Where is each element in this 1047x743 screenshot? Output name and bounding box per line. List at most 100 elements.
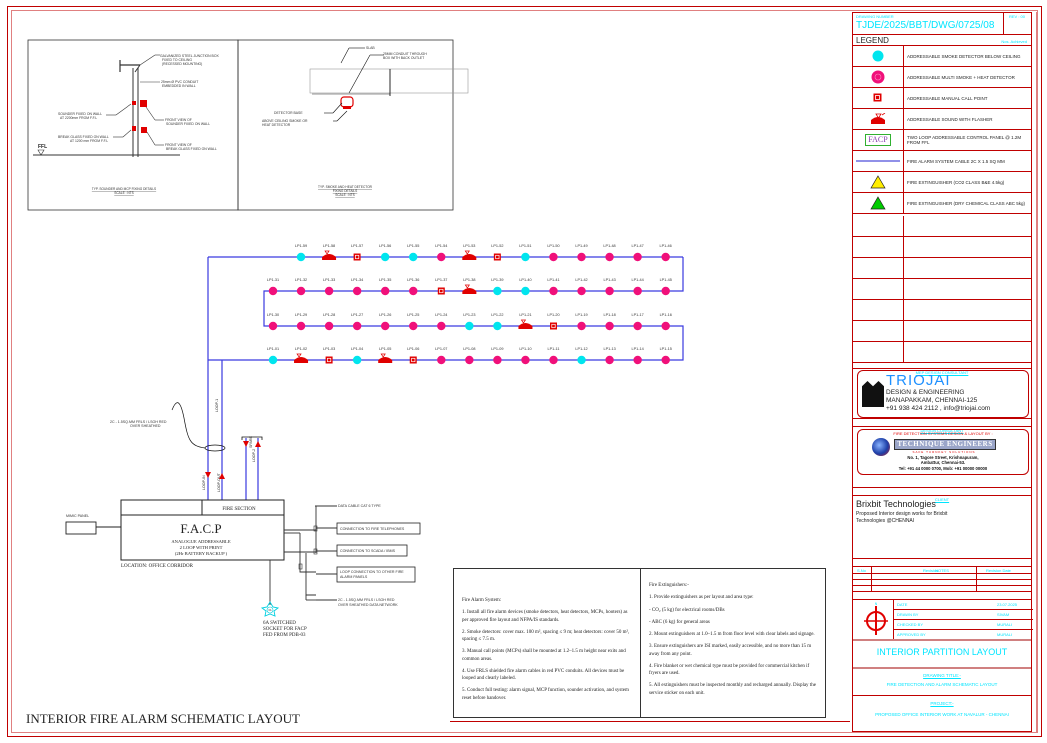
detail-label: HEAT DETECTOR	[262, 123, 291, 127]
divider	[450, 721, 850, 722]
detail-label: EMBEDDED IN WALL	[162, 84, 196, 88]
smoke-detector-icon	[493, 286, 502, 296]
device-multi: LP1-07	[435, 347, 447, 365]
device-multi: LP1-08	[463, 347, 475, 365]
device-multi: LP1-44	[632, 278, 644, 296]
device-label: LP1-37	[435, 278, 447, 282]
sounder-flasher-icon	[462, 250, 477, 260]
note-item: 3. Manual call points (MCPs) shall be mo…	[462, 649, 626, 662]
socket-icon-text: 6A	[269, 609, 272, 612]
divider	[1003, 13, 1004, 35]
multi-detector-icon	[268, 286, 278, 296]
legend-text: FIRE EXTINGUISHER (CO2 CLASS B&E 4.5kg)	[907, 179, 1005, 185]
legend-blank-row	[853, 300, 1031, 321]
device-label: LP1-41	[547, 278, 559, 282]
legend-blank-row	[853, 237, 1031, 258]
multi-detector-icon	[577, 321, 586, 331]
smoke-detector-icon	[853, 46, 904, 66]
cable-note: OVER SHEATHED	[130, 424, 161, 428]
legend-row: FIRE ALARM SYSTEM CABLE 2C X 1.5 SQ MM	[853, 151, 1031, 172]
drawing-title-label: DRAWING TITLE:-	[923, 673, 961, 678]
device-label: LP1-05	[379, 347, 391, 351]
smoke-detector-icon	[521, 286, 530, 296]
device-mcp: LP1-06	[407, 347, 419, 364]
facp-location: LOCATION: OFFICE CORRIDOR	[121, 564, 194, 569]
multi-detector-icon	[381, 321, 390, 331]
device-multi: LP1-31	[267, 278, 279, 296]
other-panels-box	[336, 566, 416, 583]
multi-detector-icon	[268, 321, 278, 331]
detail-label: BOX WITH BACK OUTLET	[383, 56, 424, 60]
note-item: 4. Use FRLS shielded fire alarm cables i…	[462, 668, 625, 681]
device-multi: LP1-50	[547, 244, 560, 262]
notes-label: NOTES	[935, 568, 949, 573]
device-label: LP1-49	[575, 244, 587, 248]
device-label: LP1-06	[407, 347, 419, 351]
data-cable-label: DATA CABLE CAT 6 TYPE	[338, 504, 381, 508]
device-label: LP1-53	[463, 244, 475, 248]
note-item: 5. Conduct full testing: alarm signal, M…	[462, 688, 629, 701]
drawing-title: FIRE DETECTION AND ALARM SCHEMATIC LAYOU…	[886, 682, 998, 687]
device-label: LP1-39	[491, 278, 503, 282]
mep-line: MANAPAKKAM, CHENNAI-125	[886, 397, 978, 404]
connection-label: CONNECTION TO SCADA / IBMS	[340, 549, 396, 553]
device-label: LP1-34	[351, 278, 363, 282]
device-mcp: LP1-03	[323, 347, 335, 364]
socket-label: 6A SWITCHED	[263, 621, 296, 626]
device-label: LP1-22	[491, 313, 503, 317]
sheet-border-inner	[11, 10, 1038, 733]
sign-value: MURALI	[997, 632, 1013, 637]
detail-label: FIXED TO CEILING	[162, 58, 192, 62]
mep-consultant-label: MEP DESIGN CONSULTANT	[915, 370, 969, 375]
sheet-title: INTERIOR FIRE ALARM SCHEMATIC LAYOUT	[26, 711, 300, 726]
notes-heading: Fire Extinguishers:-	[649, 583, 689, 588]
sign-value: MURALI	[997, 622, 1013, 627]
designer-contact: Tel: +91 44 0000 0700, Mob: +91 00000 00…	[898, 466, 988, 471]
sounder-flasher-icon	[462, 284, 477, 294]
legend-text: ADDRESSABLE MULTI SMOKE + HEAT DETECTOR	[907, 74, 1015, 80]
device-label: LP1-24	[435, 313, 447, 317]
multi-detector-icon	[605, 252, 614, 262]
device-label: LP1-45	[660, 278, 672, 282]
loop-cable	[207, 256, 684, 500]
multi-detector-icon	[549, 286, 558, 296]
sounder-side-icon	[132, 101, 136, 105]
device-label: LP1-12	[575, 347, 587, 351]
device-label: LP1-40	[519, 278, 531, 282]
device-label: LP1-08	[463, 347, 475, 351]
scada-box	[336, 544, 408, 557]
divider	[853, 487, 1031, 488]
detail-label: SOUNDER FIXED ON WALL	[166, 122, 210, 126]
ffl-label: FFL	[38, 144, 47, 150]
designer-header: FIRE DETECTION SYSTEMS DESIGN & LAYOUT B…	[893, 431, 993, 436]
revision-header-sno: S.No	[857, 568, 866, 573]
sounder-flasher-icon	[378, 353, 393, 363]
device-multi: LP1-26	[379, 313, 391, 331]
device-multi: LP1-42	[575, 278, 588, 296]
multi-detector-icon	[633, 252, 642, 262]
smoke-detector-icon	[296, 252, 306, 262]
client-label: CLIENT	[934, 497, 950, 502]
device-label: LP1-55	[407, 244, 419, 248]
loop-out-arrow-icon	[255, 441, 261, 447]
device-label: LP1-16	[660, 313, 672, 317]
device-label: LP1-27	[351, 313, 363, 317]
multi-detector-icon	[605, 321, 614, 331]
smoke-detector-icon	[465, 321, 474, 331]
device-label: LP1-51	[519, 244, 531, 248]
device-multi: LP1-33	[323, 278, 335, 296]
device-label: LP1-42	[575, 278, 587, 282]
project-name: PROPOSED OFFICE INTERIOR WORK AT NAVALUR…	[875, 712, 1009, 717]
detail-label: AT 1200 mm FROM F.F.L	[70, 139, 108, 143]
detail-label: ABOVE CEILING SMOKE OR	[262, 119, 308, 123]
title-block: DRAWING NUMBER TJDE/2025/BBT/DWG/0725/08…	[852, 12, 1033, 732]
device-label: LP1-33	[323, 278, 335, 282]
multi-detector-icon	[296, 321, 306, 331]
device-multi: LP1-41	[547, 278, 560, 296]
note-item: 1. Install all fire alarm devices (smoke…	[462, 610, 628, 623]
device-multi: LP1-27	[351, 313, 363, 331]
manual-call-point-icon	[550, 322, 557, 330]
detail-caption: TYP. SMOKE AND HEAT DETECTOR	[318, 185, 373, 189]
layout-title: INTERIOR PARTITION LAYOUT	[876, 647, 1008, 657]
